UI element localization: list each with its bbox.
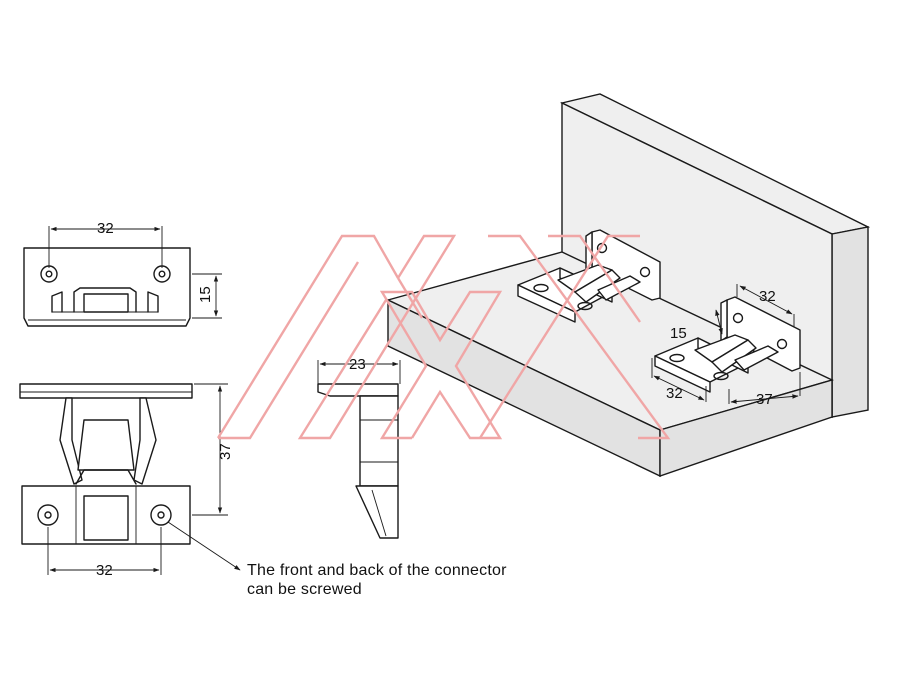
front-view-height-label: 37: [217, 443, 234, 460]
top-view: 32 15: [23, 220, 222, 327]
top-view-width-label: 32: [97, 220, 114, 237]
note-line-1: The front and back of the connector: [247, 562, 507, 579]
side-view-width-label: 23: [349, 356, 366, 373]
side-view: 23: [317, 356, 401, 539]
assembly-view: 32 15 32 37: [386, 93, 871, 478]
screw-hole-icon: [732, 312, 744, 324]
assembly-depth-label: 37: [756, 391, 773, 408]
assembly-height-label: 15: [670, 325, 687, 342]
front-view: 37 32: [19, 383, 241, 579]
note-line-2: can be screwed: [247, 581, 362, 598]
assembly-width-label: 32: [759, 288, 776, 305]
front-view-width-label: 32: [96, 562, 113, 579]
screw-hole-icon: [776, 338, 788, 350]
assembly-spacing-label: 32: [666, 385, 683, 402]
screw-hole-icon: [37, 504, 59, 526]
assembly-dimensions: 32 15 32 37: [651, 284, 801, 408]
watermark-logo: [216, 234, 671, 440]
connector-note: The front and back of the connector can …: [247, 561, 507, 599]
top-view-height-label: 15: [197, 286, 214, 303]
screw-hole-icon: [639, 266, 651, 278]
horizontal-panel: [386, 251, 834, 478]
screw-hole-icon: [150, 504, 172, 526]
